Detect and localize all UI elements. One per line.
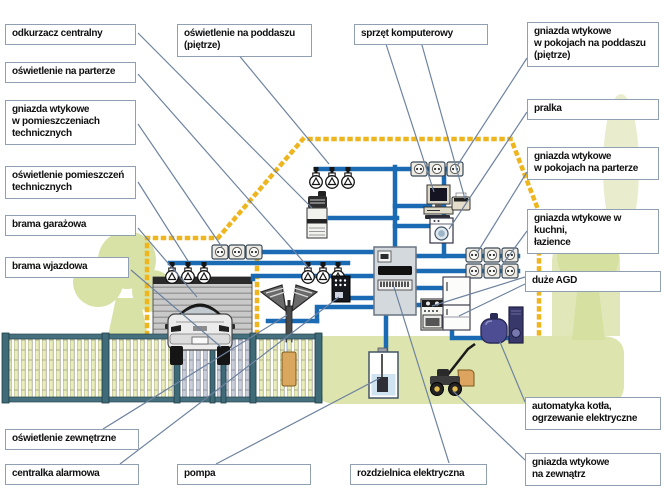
socket-icon — [483, 263, 501, 279]
socket-icon — [483, 247, 501, 263]
stove-icon — [420, 298, 445, 331]
socket-icon — [228, 244, 246, 260]
socket-icon — [245, 244, 263, 260]
callout-gniazda-kuchnia-lazienka: gniazda wtykowe w kuchni, łazience — [527, 209, 659, 254]
callout-gniazda-pokoje-parter: gniazda wtykowe w pokojach na parterze — [527, 147, 659, 180]
callout-oswietlenie-zewnetrzne: oświetlenie zewnętrzne — [5, 429, 139, 450]
callout-brama-wjazdowa: brama wjazdowa — [5, 257, 129, 278]
socket-icon — [211, 244, 229, 260]
heater-icon — [508, 306, 524, 344]
callout-oswietlenie-na-poddaszu: oświetlenie na poddaszu (piętrze) — [177, 24, 312, 57]
callout-duze-agd: duże AGD — [525, 271, 661, 292]
pump-icon — [368, 347, 399, 399]
callout-pompa: pompa — [177, 464, 311, 485]
distribution-panel-icon — [373, 246, 417, 316]
socket-icon — [465, 247, 483, 263]
socket-icon — [501, 263, 519, 279]
callout-gniazda-pokoje-poddasze: gniazda wtykowe w pokojach na poddaszu (… — [527, 22, 659, 67]
vacuum-icon — [306, 191, 328, 239]
callout-odkurzacz-centralny: odkurzacz centralny — [5, 24, 136, 45]
callout-gniazda-na-zewnatrz: gniazda wtykowe na zewnątrz — [525, 453, 661, 486]
callout-oswietlenie-pomieszczen-technicznych: oświetlenie pomieszczeń technicznych — [5, 166, 136, 199]
socket-icon — [428, 161, 446, 177]
boiler-icon — [480, 313, 508, 344]
gate-drive-icon — [281, 351, 297, 387]
mower-icon — [430, 342, 476, 396]
fridge-icon — [442, 276, 471, 331]
callout-oswietlenie-na-parterze: oświetlenie na parterze — [5, 62, 136, 83]
alarm-panel-icon — [331, 275, 351, 303]
callout-rozdzielnica-elektryczna: rozdzielnica elektryczna — [350, 464, 487, 485]
pointer-lines — [102, 32, 528, 465]
socket-icon — [465, 263, 483, 279]
street-lamp-icon — [259, 284, 319, 343]
callout-gniazda-pomieszczenia-techniczne: gniazda wtykowe w pomieszczeniach techni… — [5, 100, 136, 145]
callout-centralka-alarmowa: centralka alarmowa — [5, 464, 139, 485]
computer-icon — [423, 184, 454, 219]
callout-automatyka-kotla: automatyka kotła, ogrzewanie elektryczne — [525, 397, 661, 430]
callout-brama-garazowa: brama garażowa — [5, 215, 136, 236]
fence-icon — [1, 324, 323, 404]
washing-machine-icon — [429, 217, 454, 244]
callout-pralka: pralka — [527, 99, 659, 120]
callout-sprzet-komputerowy: sprzęt komputerowy — [354, 24, 488, 45]
printer-icon — [451, 192, 471, 211]
